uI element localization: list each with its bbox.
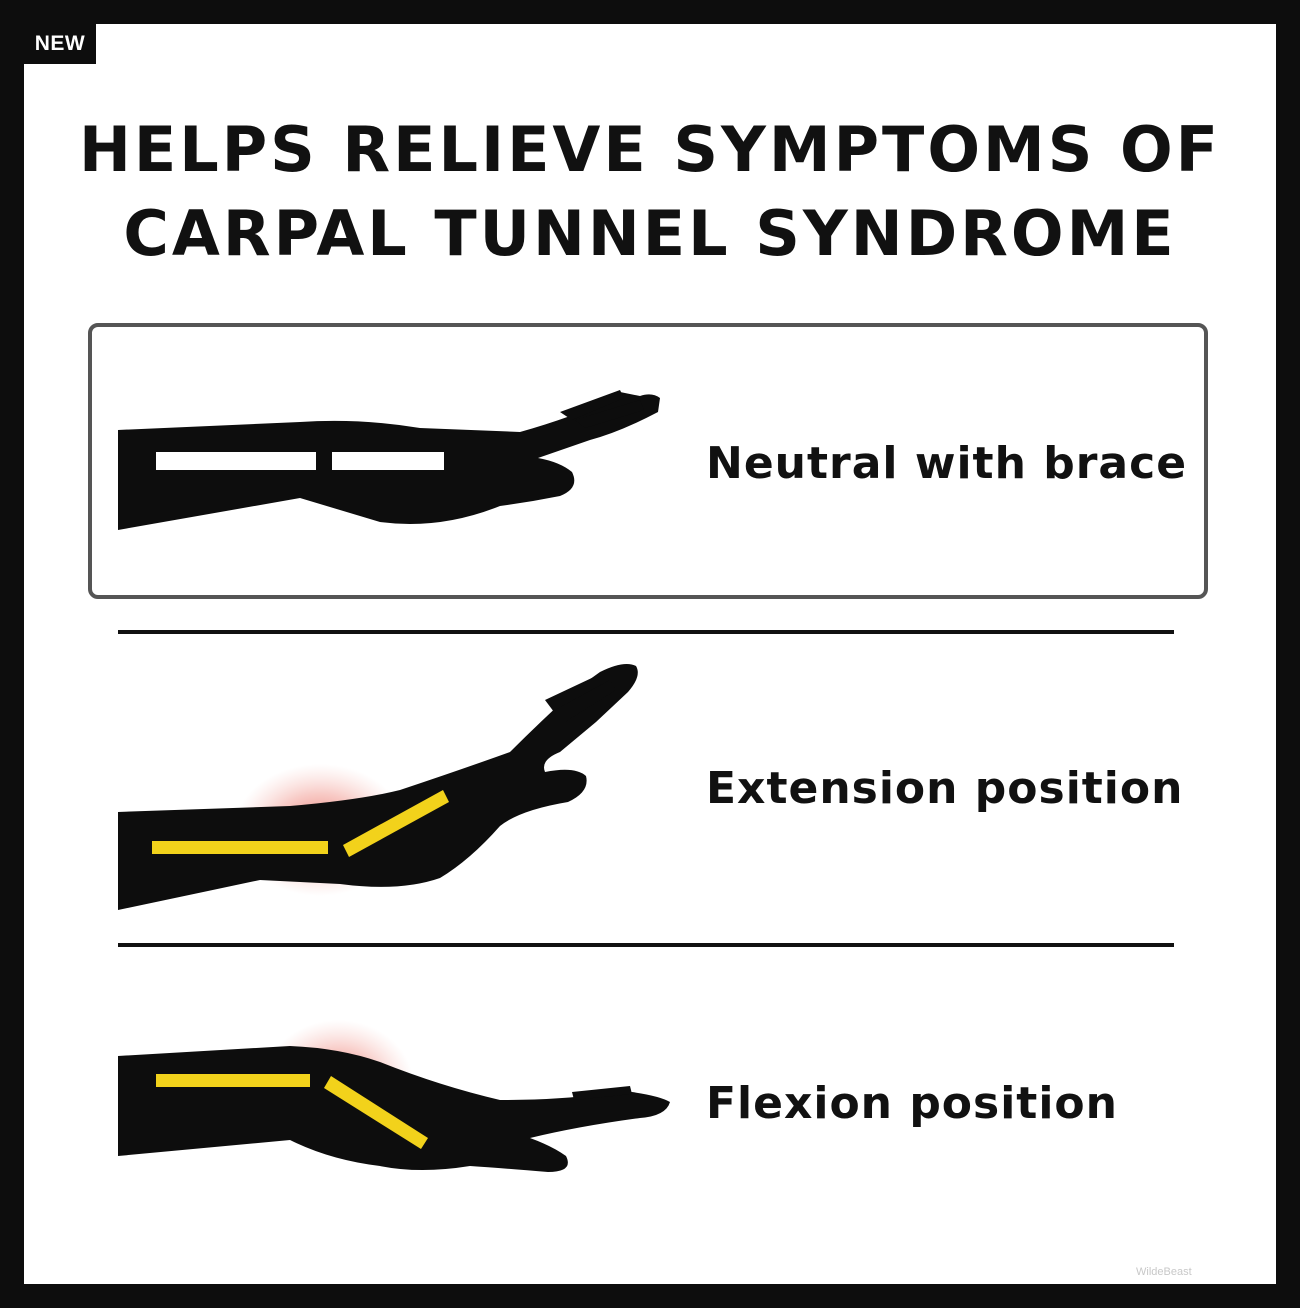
- label-extension: Extension position: [706, 763, 1184, 814]
- extended-wrist-icon: [118, 664, 638, 910]
- tendon-extension-forearm: [152, 841, 328, 854]
- divider-2: [118, 943, 1174, 947]
- brace-strap-left: [156, 452, 316, 470]
- tendon-extension-hand: [343, 790, 449, 857]
- title-line-1: HELPS RELIEVE SYMPTOMS OF: [78, 113, 1222, 186]
- flexed-wrist-icon: [118, 1020, 670, 1172]
- label-neutral: Neutral with brace: [706, 438, 1188, 489]
- new-badge: NEW: [24, 24, 96, 64]
- neutral-highlight-box: [88, 323, 1208, 599]
- tendon-flexion-hand: [324, 1076, 428, 1149]
- label-flexion: Flexion position: [706, 1078, 1118, 1129]
- watermark: WildeBeast: [1136, 1266, 1192, 1278]
- page-title: HELPS RELIEVE SYMPTOMS OF CARPAL TUNNEL …: [24, 108, 1276, 276]
- tendon-flexion-forearm: [156, 1074, 310, 1087]
- divider-1: [118, 630, 1174, 634]
- title-line-2: CARPAL TUNNEL SYNDROME: [123, 197, 1177, 270]
- neutral-wrist-with-brace-icon: [118, 390, 660, 530]
- brace-strap-right: [332, 452, 444, 470]
